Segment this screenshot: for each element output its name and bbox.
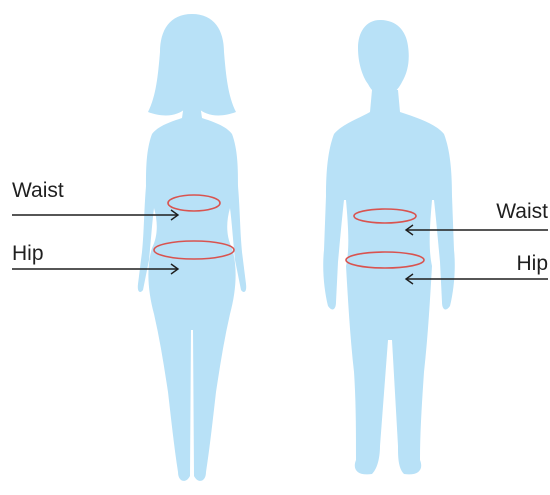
- female-figure: [138, 14, 246, 481]
- male-head-silhouette: [358, 20, 409, 96]
- male-figure: [323, 20, 455, 474]
- male-hip-label: Hip: [516, 252, 548, 275]
- female-waist-label: Waist: [12, 179, 64, 202]
- female-hip-label: Hip: [12, 242, 44, 265]
- male-waist-label: Waist: [496, 200, 548, 223]
- male-body-silhouette: [323, 90, 455, 474]
- female-head-hair-silhouette: [148, 14, 236, 115]
- female-body-silhouette: [138, 104, 246, 481]
